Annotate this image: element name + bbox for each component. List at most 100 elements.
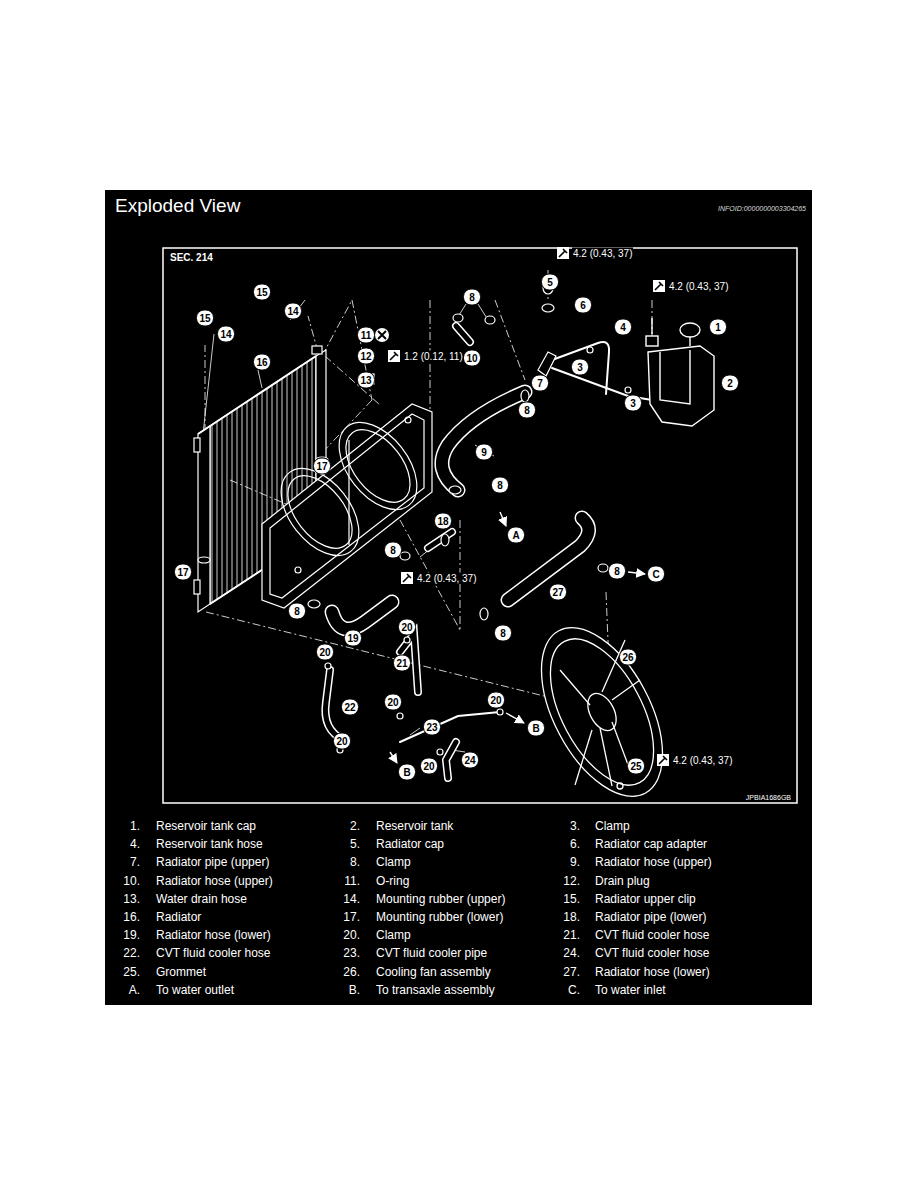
callout-number: 26 <box>619 649 637 666</box>
flow-arrows <box>628 572 645 574</box>
clamps <box>449 486 461 494</box>
hoses <box>446 742 456 778</box>
hoses <box>325 326 470 778</box>
torque-symbols <box>557 247 569 259</box>
hoses <box>446 742 456 778</box>
legend-number: 15. <box>563 892 580 906</box>
callout-number: 25 <box>627 758 645 775</box>
part-name: CVT fluid cooler hose <box>156 946 271 960</box>
callout-number: 20 <box>398 619 416 636</box>
legend-number: 1. <box>130 819 140 833</box>
cooling-fan-assembly <box>516 608 687 816</box>
legend-number: 21. <box>563 928 580 942</box>
flow-arrows <box>390 512 645 763</box>
part-name: Water drain hose <box>156 892 247 906</box>
radiator-shroud <box>295 567 301 573</box>
callout-number: 9 <box>475 444 493 461</box>
hoses <box>508 518 589 600</box>
radiator <box>194 438 200 452</box>
part-name: Radiator cap adapter <box>595 837 707 851</box>
leader-lines <box>325 356 380 405</box>
hoses <box>442 392 525 490</box>
part-name: Clamp <box>595 819 630 833</box>
callout-number: 17 <box>174 564 192 581</box>
torque-symbols <box>653 280 665 292</box>
part-name: CVT fluid cooler hose <box>595 946 710 960</box>
legend-number: 26. <box>343 965 360 979</box>
part-name: CVT fluid cooler pipe <box>376 946 487 960</box>
leader-lines <box>206 612 560 700</box>
callout-number: 4 <box>614 319 632 336</box>
torque-symbols <box>390 352 398 360</box>
torque-symbols <box>559 249 567 257</box>
title: Exploded View <box>115 195 240 217</box>
callout-number: 3 <box>624 395 642 412</box>
callout-number: 8 <box>608 563 626 580</box>
part-name: Clamp <box>376 855 411 869</box>
torque-symbols <box>659 756 667 764</box>
part-name: O-ring <box>376 874 409 888</box>
panel <box>105 190 812 1005</box>
reservoir-tank <box>646 318 714 426</box>
callout-number: 21 <box>393 655 411 672</box>
callout-number: 27 <box>549 584 567 601</box>
figure-id: JPBIA1686GB <box>745 794 792 801</box>
hoses <box>332 392 589 629</box>
flow-arrows <box>500 512 506 526</box>
hoses <box>428 532 452 548</box>
clamps <box>485 316 495 324</box>
hoses <box>332 602 392 629</box>
clamps <box>521 390 529 402</box>
clamps <box>308 600 320 608</box>
hoses <box>332 602 392 629</box>
legend-number: 2. <box>350 819 360 833</box>
hoses <box>538 352 556 376</box>
part-name: Radiator hose (lower) <box>595 965 710 979</box>
hoses <box>400 712 500 742</box>
radiator-shroud <box>348 440 349 545</box>
hoses <box>456 326 470 342</box>
hoses <box>456 326 470 342</box>
callout-number: 18 <box>434 513 452 530</box>
callout-number: 2 <box>721 375 739 392</box>
callout-number: 8 <box>288 603 306 620</box>
torque-symbols <box>401 572 413 584</box>
legend-number: 22. <box>123 946 140 960</box>
cooling-fan-assembly <box>612 680 640 700</box>
cooling-fan-assembly <box>617 783 623 789</box>
legend-number: 10. <box>123 874 140 888</box>
part-name: To water inlet <box>595 983 666 997</box>
leader-lines <box>495 300 525 380</box>
part-name: Reservoir tank <box>376 819 453 833</box>
callout-number: C <box>647 566 665 583</box>
callout-number: 20 <box>333 733 351 750</box>
callout-number: 7 <box>531 375 549 392</box>
torque-symbols <box>375 247 669 766</box>
callout-number: 8 <box>463 289 481 306</box>
part-name: Radiator pipe (upper) <box>156 855 269 869</box>
cooling-fan-assembly <box>516 608 687 816</box>
callout-number: 13 <box>357 372 375 389</box>
cooling-fan-assembly <box>529 623 675 802</box>
torque-symbols <box>375 328 389 342</box>
callout-number: 8 <box>518 402 536 419</box>
callout-number: 22 <box>341 699 359 716</box>
callout-number: 14 <box>284 303 302 320</box>
torque-symbols <box>378 331 386 339</box>
radiator <box>198 557 210 563</box>
callout-number: 6 <box>574 297 592 314</box>
radiator-shroud <box>324 408 433 524</box>
clamps <box>453 314 463 322</box>
radiator-shroud <box>270 414 424 598</box>
callout-number: 3 <box>571 359 589 376</box>
clamps <box>397 713 403 719</box>
part-name: CVT fluid cooler hose <box>595 928 710 942</box>
panel <box>163 248 797 803</box>
legend-number: 11. <box>344 874 360 888</box>
legend-number: 4. <box>130 837 140 851</box>
callout-number: 24 <box>461 752 479 769</box>
clamps <box>441 534 449 546</box>
part-name: Radiator <box>156 910 201 924</box>
